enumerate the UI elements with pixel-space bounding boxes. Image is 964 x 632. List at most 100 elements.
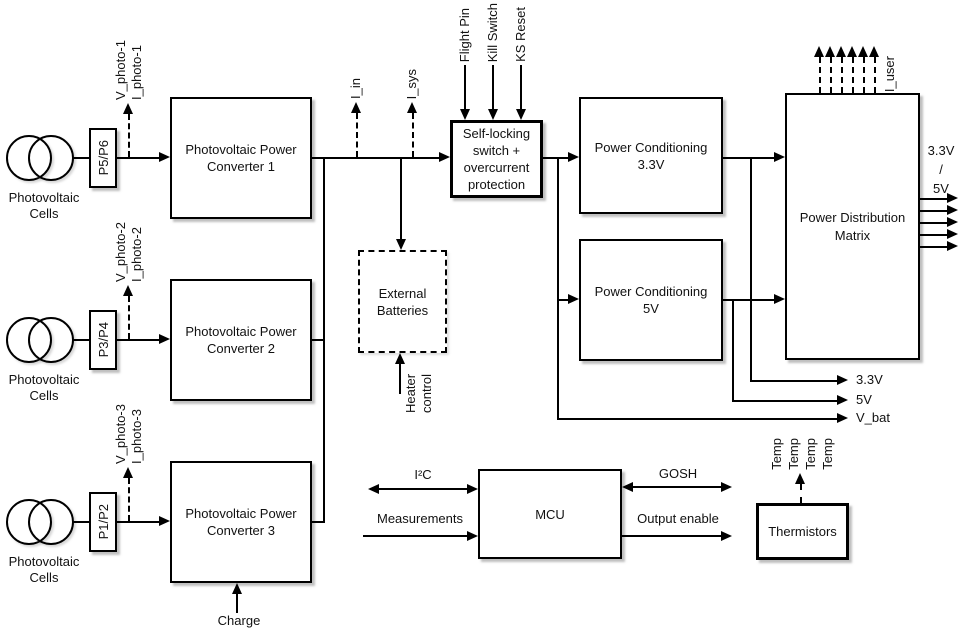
port-box-p1p2-label: P1/P2 [95,504,111,540]
sense-line-photo3 [128,478,130,521]
pv-cells-3-label-line1: Photovoltaic [8,554,80,569]
selflock-switch-box: Self-locking switch + overcurrent protec… [450,120,543,198]
wire-selflock-output [543,157,568,159]
pv-converter-2-label-line1: Photovoltaic Power [185,324,297,339]
sense-line-temp [800,484,802,503]
selflock-label-line2: switch + [472,143,521,158]
arrowhead-user-output-5 [947,241,958,251]
arrowhead-i-user-4 [847,46,857,57]
temp-label-2: Temp [786,438,801,470]
arrowhead-user-output-4 [947,229,958,239]
i-in-label: I_in [348,78,363,99]
sense-line-photo1 [128,114,130,157]
wire-port3-to-converter3 [117,521,159,523]
wire-vbat-rail [557,418,837,420]
arrowhead-sense-photo3 [123,467,133,478]
user-bus-voltage-line2: / [939,162,943,177]
arrowhead-user-output-2 [947,205,958,215]
wire-port1-to-converter1 [117,157,159,159]
wire-output-enable [622,535,721,537]
rail-33-label: 3.3V [856,372,883,387]
i-photo-3-label: I_photo-3 [129,409,144,464]
pc33-label-line1: Power Conditioning [594,139,708,155]
pv-cells-2-label-line1: Photovoltaic [8,372,80,387]
port-box-p3p4: P3/P4 [89,310,117,370]
arrowhead-vbat-rail [837,413,848,423]
wire-port2-to-converter2 [117,339,159,341]
wire-5-rail [732,400,837,402]
arrowhead-i-in [351,102,361,113]
port-box-p3p4-label: P3/P4 [95,322,111,358]
wire-user-output-1 [920,198,947,200]
wire-user-output-2 [920,210,947,212]
pv-converter-1-label-line2: Converter 1 [207,159,275,174]
arrowhead-i-user-5 [858,46,868,57]
power-distribution-matrix-box: Power Distribution Matrix [785,93,920,360]
arrowhead-i-user-2 [825,46,835,57]
mcu-label: MCU [535,506,565,522]
i-sys-label: I_sys [404,68,419,99]
pc33-label-line2: 3.3V [637,156,665,172]
pv-converter-3-label-line1: Photovoltaic Power [185,506,297,521]
pc5-label-line2: 5V [643,301,659,316]
user-bus-voltage-line1: 3.3V [927,143,955,158]
wire-user-output-3 [920,222,947,224]
sense-line-i-in [356,113,358,157]
wire-into-pc5 [558,299,568,301]
i2c-label: I²C [414,467,432,482]
sense-line-i-user-6 [874,57,876,93]
sense-line-i-user-5 [863,57,865,93]
gosh-label: GOSH [658,466,698,481]
pv-converter-2-label-line2: Converter 2 [207,341,275,356]
sense-line-i-sys [412,113,414,157]
external-batteries-box: External Batteries [358,250,447,353]
v-photo-1-label: V_photo-1 [113,40,128,100]
arrowhead-i2c-right [467,484,478,494]
wire-gosh [633,486,721,488]
arrowhead-user-output-3 [947,217,958,227]
arrowhead-into-batteries [396,239,406,250]
output-enable-label: Output enable [637,511,719,526]
v-photo-2-label: V_photo-2 [113,222,128,282]
thermistors-box: Thermistors [756,503,849,560]
port-box-p1p2: P1/P2 [89,492,117,552]
selflock-label-line3: overcurrent [463,160,530,175]
pc5-label-line1: Power Conditioning [594,284,708,299]
rail-vbat-label: V_bat [856,410,890,425]
ks-reset-label: KS Reset [513,7,528,62]
pv-cells-3-symbol-right-circle [28,499,74,545]
wire-cells3-to-port3 [72,521,89,523]
pv-cells-1-symbol-right-circle [28,135,74,181]
rail-5-label: 5V [856,392,872,407]
power-conditioning-5-box: Power Conditioning 5V [579,239,723,361]
wire-ks-reset [520,65,522,109]
arrowhead-into-pc33 [568,152,579,162]
thermistors-label: Thermistors [768,524,837,539]
arrowhead-measurements [467,531,478,541]
pv-cells-2-symbol-right-circle [28,317,74,363]
arrowhead-gosh-left [622,482,633,492]
pv-cells-1-label-line2: Cells [29,206,59,221]
wire-33-rail [750,380,837,382]
wire-user-output-5 [920,246,947,248]
charge-label: Charge [217,613,261,628]
arrowhead-sense-photo1 [123,103,133,114]
v-photo-3-label: V_photo-3 [113,404,128,464]
pv-cells-1-label-line1: Photovoltaic [8,190,80,205]
arrowhead-i2c-left [368,484,379,494]
wire-converter2-output [312,339,325,341]
arrowhead-temp [795,473,805,484]
mcu-box: MCU [478,469,622,559]
pv-converter-1-box: Photovoltaic Power Converter 1 [170,97,312,219]
arrowhead-into-selflock [439,152,450,162]
arrowhead-charge-into-converter3 [232,583,242,594]
wire-pc33-to-matrix [723,157,774,159]
wire-vbat-trunk [557,157,559,420]
sense-line-i-user-1 [819,57,821,93]
arrowhead-pc5-into-matrix [774,294,785,304]
arrowhead-sense-photo2 [123,285,133,296]
wire-main-bus [312,157,439,159]
arrowhead-heater-into-batteries [395,353,405,364]
measurements-label: Measurements [377,511,463,526]
